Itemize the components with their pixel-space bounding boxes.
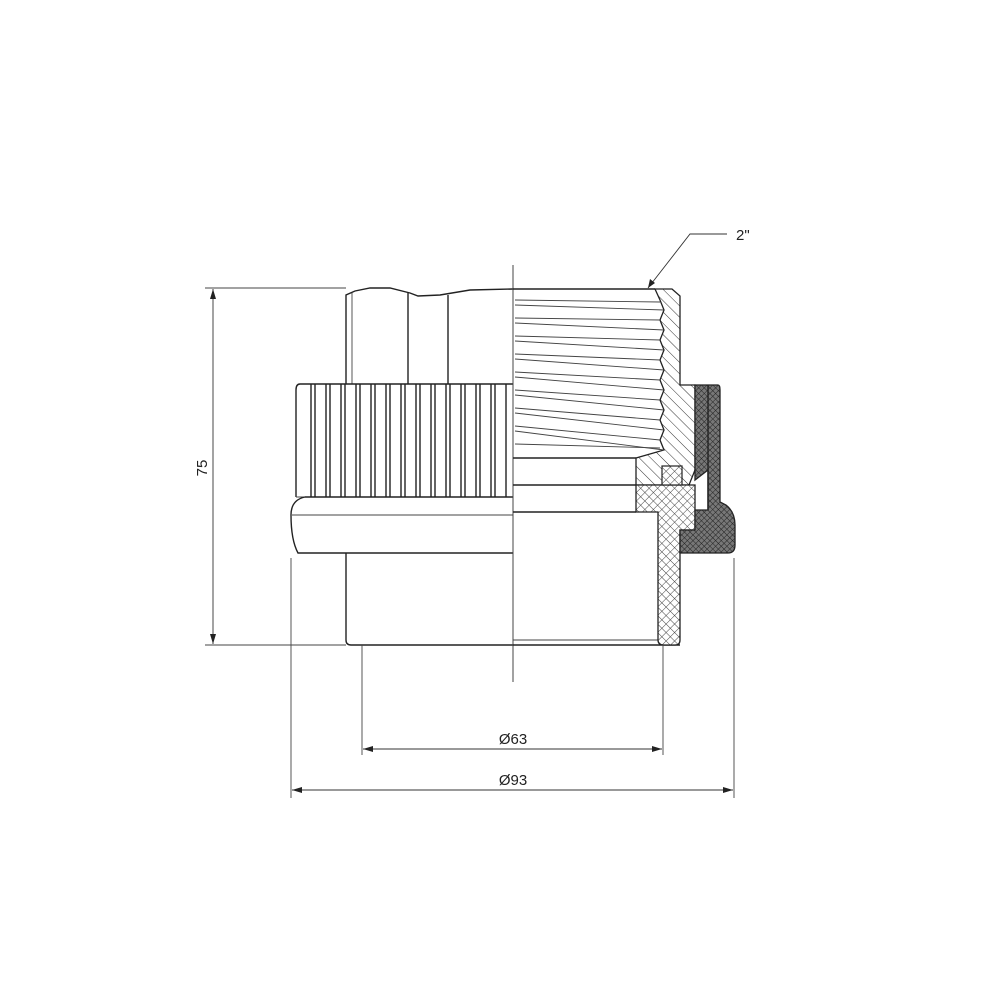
height-dimension: 75 <box>194 287 346 646</box>
height-label: 75 <box>194 460 211 477</box>
socket-body <box>345 553 513 646</box>
internal-thread <box>513 288 665 459</box>
exterior-view <box>290 287 514 646</box>
knurled-ring <box>295 383 513 498</box>
hex-body <box>345 287 514 384</box>
section-view <box>513 288 736 646</box>
threaded-nipple-section <box>635 288 696 486</box>
o-ring-seal <box>661 465 683 486</box>
thread-leader: 2" <box>647 227 750 289</box>
thread-label: 2" <box>736 227 750 244</box>
inner-diameter-label: Ø63 <box>499 731 527 748</box>
outer-diameter-dimension: Ø93 <box>290 558 735 798</box>
outer-diameter-label: Ø93 <box>499 772 527 789</box>
collar <box>290 496 513 554</box>
ppr-insert-section <box>635 484 696 646</box>
inner-diameter-dimension: Ø63 <box>361 645 664 755</box>
